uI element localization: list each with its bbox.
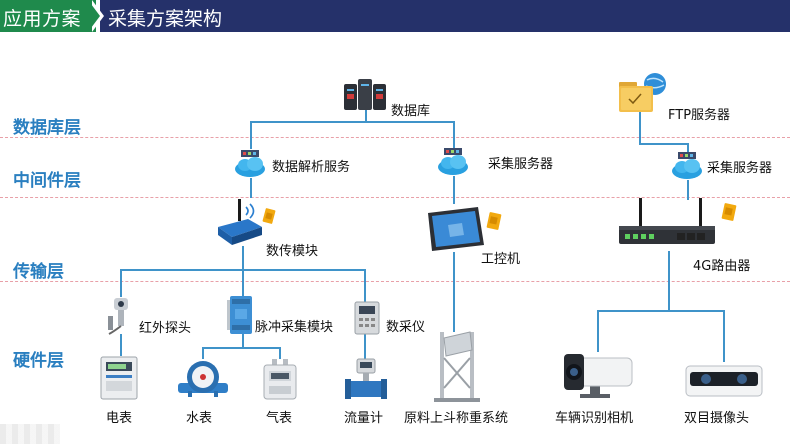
- slide-title: 采集方案架构: [108, 8, 223, 30]
- section-tag: 应用方案: [0, 0, 96, 32]
- label-parse-service: 数据解析服务: [272, 160, 351, 175]
- label-dtu-module: 数传模块: [266, 244, 319, 259]
- label-4g-router: 4G路由器: [693, 259, 751, 274]
- weighing-system-icon: [434, 331, 480, 402]
- layer-label-transport: 传输层: [13, 262, 64, 282]
- connector: [365, 110, 367, 122]
- label-industrial-pc: 工控机: [481, 252, 521, 267]
- label-infrared-probe: 红外探头: [139, 321, 192, 336]
- connector: [453, 176, 455, 204]
- blurred-watermark: [0, 424, 60, 444]
- connector: [279, 347, 281, 359]
- cloud-server-icon: [438, 148, 468, 175]
- label-weighing-system: 原料上斗称重系统: [404, 411, 509, 426]
- label-electric-meter: 电表: [106, 411, 133, 426]
- layer-divider-2: [0, 197, 790, 198]
- label-data-collector: 数采仪: [386, 320, 426, 335]
- connector: [242, 246, 244, 270]
- connector: [242, 269, 244, 297]
- chevron-separator-fill: [88, 0, 100, 32]
- label-database: 数据库: [391, 104, 431, 119]
- connector: [202, 347, 281, 349]
- connector: [250, 121, 455, 123]
- connector: [364, 334, 366, 360]
- connector: [120, 334, 122, 356]
- layer-divider-3: [0, 281, 790, 282]
- connector: [668, 251, 670, 311]
- electric-meter-icon: [100, 356, 138, 400]
- label-pulse-module: 脉冲采集模块: [255, 320, 334, 335]
- connector: [723, 310, 725, 362]
- gas-meter-icon: [263, 359, 297, 400]
- connector: [639, 143, 688, 145]
- connector: [242, 334, 244, 348]
- cloud-server-icon: [235, 150, 265, 177]
- connector: [597, 310, 725, 312]
- layer-label-middleware: 中间件层: [13, 171, 81, 191]
- pulse-module-icon: [227, 296, 252, 334]
- connector: [453, 121, 455, 149]
- label-binocular-camera: 双目摄像头: [684, 411, 750, 426]
- layer-label-database: 数据库层: [13, 118, 81, 138]
- router-icon: [619, 198, 737, 244]
- connector: [250, 121, 252, 149]
- label-vehicle-camera: 车辆识别相机: [555, 411, 634, 426]
- title-bar: 采集方案架构: [100, 0, 790, 32]
- slide-header: 应用方案 采集方案架构: [0, 0, 790, 32]
- label-ftp-server: FTP服务器: [668, 108, 731, 123]
- section-tag-label: 应用方案: [3, 8, 82, 30]
- label-collect-service-mid: 采集服务器: [488, 157, 554, 172]
- database-server-icon: [344, 79, 386, 110]
- connector: [597, 310, 599, 352]
- label-water-meter: 水表: [186, 411, 213, 426]
- data-collector-icon: [354, 301, 380, 335]
- label-collect-service-right: 采集服务器: [707, 161, 773, 176]
- binocular-camera-icon: [685, 365, 763, 397]
- connector: [687, 143, 689, 155]
- connector: [120, 269, 122, 297]
- water-meter-icon: [178, 361, 228, 397]
- label-gas-meter: 气表: [266, 411, 293, 426]
- layer-divider-1: [0, 137, 790, 138]
- connector: [250, 178, 252, 198]
- cloud-server-icon: [672, 152, 702, 179]
- connector: [453, 252, 455, 332]
- connector: [364, 269, 366, 303]
- infrared-probe-icon: [108, 298, 128, 335]
- layer-label-hardware: 硬件层: [13, 351, 64, 371]
- dtu-module-icon: [218, 199, 276, 245]
- flow-meter-icon: [345, 358, 387, 399]
- connector: [202, 347, 204, 359]
- industrial-pc-icon: [428, 207, 502, 251]
- bullet-camera-icon: [564, 354, 633, 398]
- label-flow-meter: 流量计: [344, 411, 384, 426]
- folder-globe-icon: [619, 73, 666, 112]
- connector: [687, 180, 689, 200]
- connector: [639, 112, 641, 144]
